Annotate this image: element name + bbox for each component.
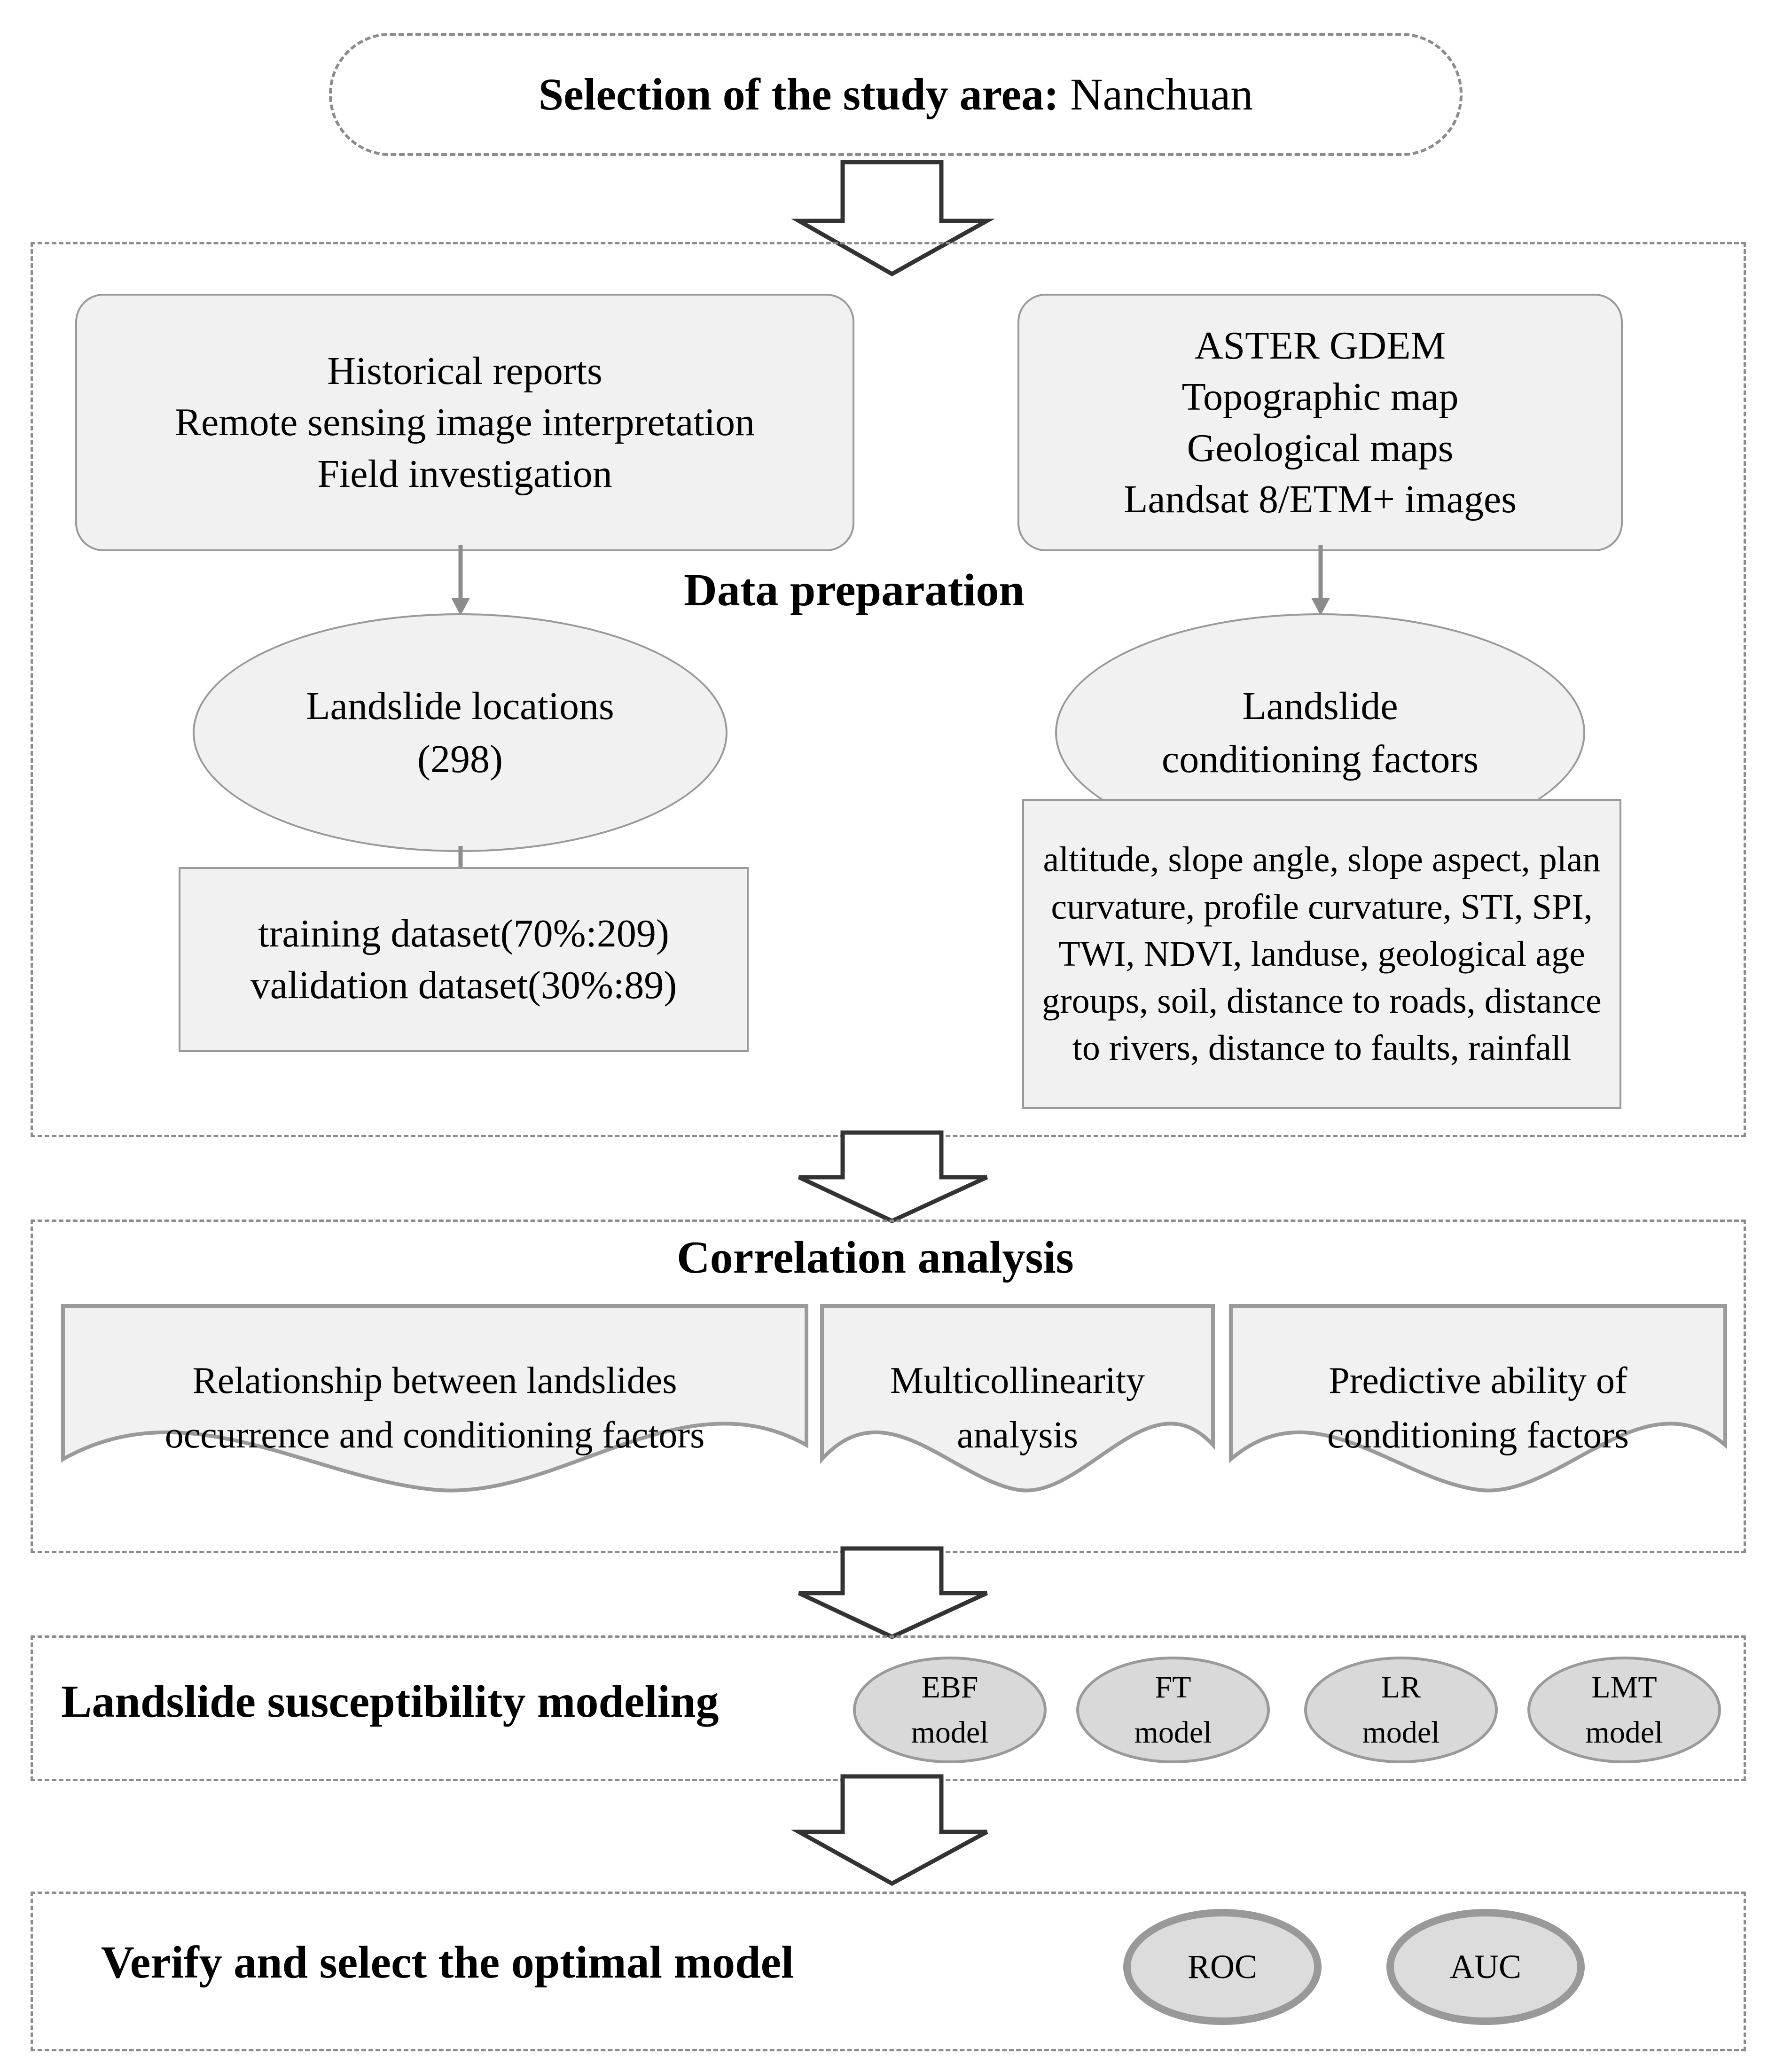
model-ellipse-lmt-label: LMT model	[1585, 1670, 1663, 1750]
block-arrow-correlation-to-modeling	[798, 1546, 988, 1639]
block-arrow-modeling-to-validation	[790, 1774, 988, 1886]
validation-heading: Verify and select the optimal model	[101, 1937, 794, 1988]
conditioning-factors-list-text: altitude, slope angle, slope aspect, pla…	[1042, 840, 1602, 1068]
metric-ellipse-roc: ROC	[1123, 1909, 1322, 2025]
correlation-card-1: Relationship between landslides occurren…	[61, 1304, 808, 1497]
model-ellipse-lmt: LMT model	[1527, 1657, 1721, 1763]
metric-ellipse-auc: AUC	[1386, 1909, 1585, 2025]
correlation-card-3-label: Predictive ability of conditioning facto…	[1327, 1360, 1629, 1456]
metric-ellipse-auc-label: AUC	[1449, 1947, 1521, 1986]
model-ellipse-ebf-label: EBF model	[911, 1670, 989, 1750]
metric-ellipse-roc-label: ROC	[1187, 1947, 1258, 1986]
modeling-heading: Landslide susceptibility modeling	[61, 1676, 719, 1727]
section-validation	[31, 1892, 1746, 2051]
page-title: Selection of the study area: Nanchuan	[539, 70, 1253, 119]
arrow-datasets-to-factors-node	[1311, 545, 1330, 616]
historical-sources-box: Historical reports Remote sensing image …	[75, 294, 854, 551]
correlation-card-2-label: Multicollinearity analysis	[890, 1360, 1145, 1456]
model-ellipse-ft: FT model	[1076, 1657, 1270, 1763]
correlation-card-3: Predictive ability of conditioning facto…	[1229, 1304, 1727, 1497]
correlation-card-3-shape	[1229, 1304, 1727, 1493]
correlation-card-2-shape	[820, 1304, 1215, 1493]
data-preparation-heading: Data preparation	[684, 565, 1025, 616]
model-ellipse-ebf: EBF model	[853, 1657, 1047, 1763]
model-ellipse-lr: LR model	[1304, 1657, 1498, 1763]
conditioning-factors-text: Landslide conditioning factors	[1161, 684, 1479, 781]
page-title-bold: Selection of the study area:	[538, 69, 1059, 120]
arrow-sources-to-locations	[451, 545, 470, 616]
dataset-split-text: training dataset(70%:209) validation dat…	[250, 912, 677, 1007]
correlation-card-1-shape	[61, 1304, 808, 1493]
study-area-title-box: Selection of the study area: Nanchuan	[329, 33, 1463, 156]
conditioning-factors-list-box: altitude, slope angle, slope aspect, pla…	[1022, 799, 1621, 1109]
block-arrow-title-to-data	[791, 160, 995, 277]
dataset-split-box: training dataset(70%:209) validation dat…	[179, 867, 749, 1052]
historical-sources-text: Historical reports Remote sensing image …	[175, 349, 755, 496]
block-arrow-data-to-correlation	[798, 1130, 988, 1223]
correlation-card-1-label: Relationship between landslides occurren…	[164, 1360, 705, 1456]
landslide-locations-node: Landslide locations (298)	[193, 613, 728, 852]
remote-datasets-box: ASTER GDEM Topographic map Geological ma…	[1017, 294, 1623, 551]
correlation-analysis-heading: Correlation analysis	[677, 1232, 1074, 1283]
model-ellipse-lr-label: LR model	[1362, 1670, 1440, 1750]
page-title-plain: Nanchuan	[1059, 69, 1253, 120]
correlation-card-2: Multicollinearity analysis	[820, 1304, 1215, 1497]
remote-datasets-text: ASTER GDEM Topographic map Geological ma…	[1124, 323, 1517, 522]
landslide-locations-text: Landslide locations (298)	[306, 684, 614, 781]
model-ellipse-ft-label: FT model	[1134, 1670, 1212, 1750]
